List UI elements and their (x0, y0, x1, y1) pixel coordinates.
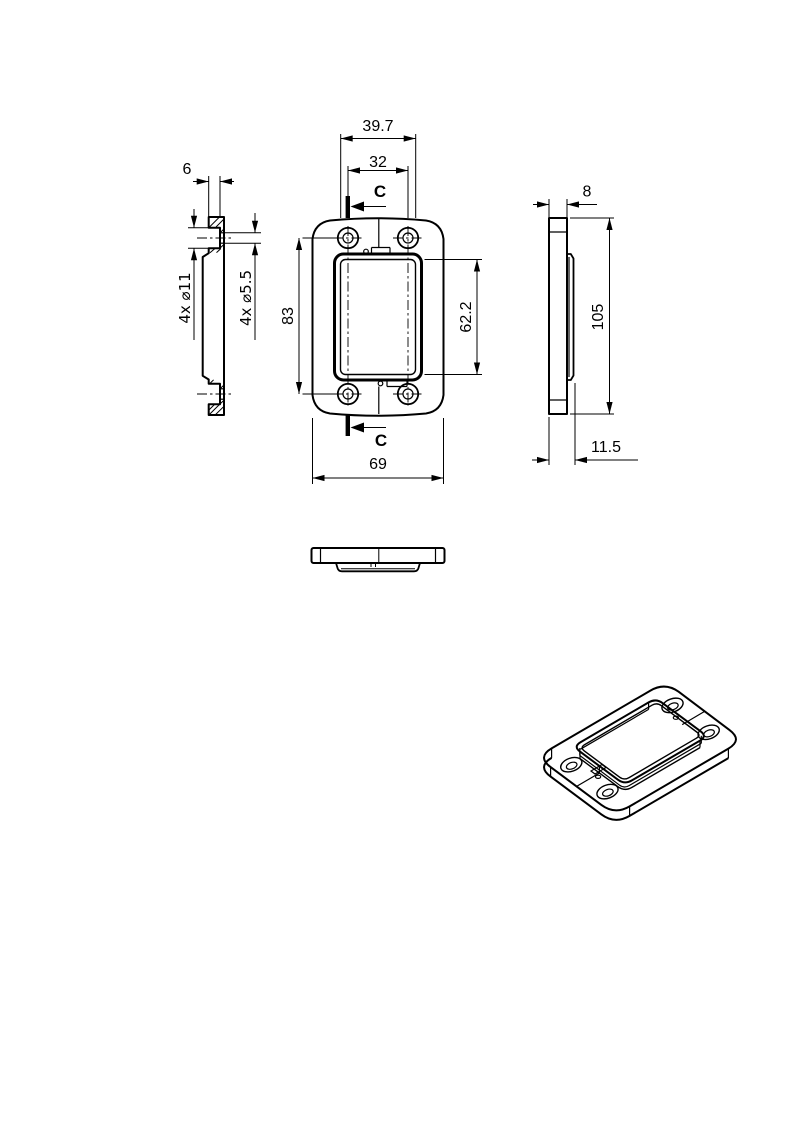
iso-cavity-bottom-edge (579, 742, 702, 788)
bottom-profile-view (310, 547, 446, 573)
side-boss-outline (567, 253, 575, 381)
dim-text-32: 32 (369, 154, 387, 171)
section-mark-top: C (345, 182, 386, 218)
callout-text-d11: 4x ⌀11 (176, 272, 194, 323)
iso-opening-edge (581, 703, 700, 780)
iso-parting-line-far (681, 710, 705, 726)
opening-edge (339, 258, 417, 376)
iso-boss-top (575, 699, 705, 784)
boss-outline (333, 252, 423, 382)
section-label-top: C (374, 182, 386, 201)
section-label-bottom: C (375, 431, 387, 450)
profile-bar (310, 547, 446, 564)
detent-bottom (377, 380, 384, 387)
dim-counterbore-depth: 6 (183, 161, 234, 217)
profile-boss (335, 562, 421, 573)
iso-mounting-hole (697, 724, 720, 741)
dim-text-6: 6 (183, 161, 192, 178)
iso-mounting-hole (661, 697, 684, 714)
front-view: C C 39.7 32 83 (280, 118, 482, 484)
dim-hole-pitch-y: 83 (280, 237, 337, 395)
section-outline (201, 216, 225, 416)
dim-height: 105 (570, 217, 614, 415)
left-section-view: 6 4x ⌀11 4x ⌀5.5 (176, 161, 261, 416)
dim-text-105: 105 (590, 304, 607, 331)
iso-plate-top (543, 685, 737, 812)
iso-plate-bottom-edge (543, 757, 729, 821)
dim-thickness: 8 (533, 184, 597, 217)
detent-top (363, 248, 369, 255)
isometric-view (543, 685, 737, 821)
section-mark-bottom: C (345, 414, 387, 450)
iso-parting-line-near (576, 766, 600, 787)
dim-text-62-2: 62.2 (458, 301, 475, 332)
dim-text-8: 8 (583, 184, 592, 201)
dim-opening-height: 62.2 (424, 259, 482, 375)
callout-through-hole-d55: 4x ⌀5.5 (224, 213, 261, 340)
iso-mounting-hole (560, 756, 583, 773)
dim-text-11-5: 11.5 (591, 439, 621, 456)
iso-detent (594, 774, 602, 780)
iso-latch-tab (589, 763, 608, 775)
section-hatching (208, 217, 225, 415)
dim-text-83: 83 (280, 307, 297, 325)
plate-outline (311, 217, 445, 417)
iso-mounting-hole (596, 783, 619, 800)
iso-detent (672, 715, 680, 720)
dim-opening-width: 39.7 (340, 118, 417, 218)
right-side-view: 8 105 11.5 (532, 184, 638, 465)
dim-total-thickness: 11.5 (532, 383, 638, 465)
dim-text-69: 69 (369, 456, 387, 473)
iso-boss-left-base-edge (580, 708, 649, 750)
dim-plate-width: 69 (312, 418, 444, 484)
dim-hole-pitch-x: 32 (347, 154, 409, 218)
callout-text-d55: 4x ⌀5.5 (237, 270, 255, 326)
side-plate-outline (548, 217, 568, 415)
dim-text-39-7: 39.7 (362, 118, 393, 135)
latch-tab-top (363, 246, 391, 255)
callout-counterbore-d11: 4x ⌀11 (176, 209, 209, 340)
